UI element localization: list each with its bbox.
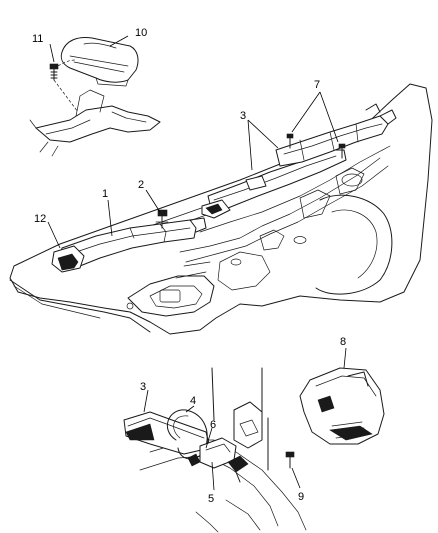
callout-2: 2	[138, 179, 144, 191]
callout-7: 7	[314, 79, 320, 91]
callout-8: 8	[340, 336, 346, 348]
bracket-part-6	[187, 437, 237, 469]
callout-1: 1	[102, 188, 108, 200]
callout-9: 9	[298, 491, 304, 503]
rear-duct-assembly	[275, 103, 397, 167]
screw-part-9	[285, 451, 295, 469]
center-duct-part-3-upper	[201, 149, 347, 219]
outlet-part-12	[51, 245, 85, 273]
callout-5: 5	[208, 493, 214, 505]
callout-12: 12	[34, 213, 46, 225]
callout-4: 4	[190, 395, 196, 407]
heater-outlet-part-8	[299, 367, 385, 445]
callout-3-lower: 3	[140, 381, 146, 393]
callout-labels: 11 10 1 2 3 7 12 8 3 4 6 5 9	[32, 27, 346, 505]
leader-lines	[47, 35, 347, 491]
callout-6: 6	[210, 419, 216, 431]
callout-11: 11	[32, 33, 43, 45]
center-duct-part-3-lower	[123, 411, 211, 455]
inset-cover-assembly	[29, 37, 161, 157]
fastener-part-5	[227, 455, 249, 483]
inset-floor-bracket	[35, 105, 161, 143]
callout-3-upper: 3	[240, 110, 246, 122]
screws-part-7	[286, 133, 346, 159]
callout-10: 10	[135, 27, 147, 39]
clip-part-2	[155, 209, 169, 229]
screw-part-11	[49, 63, 59, 81]
